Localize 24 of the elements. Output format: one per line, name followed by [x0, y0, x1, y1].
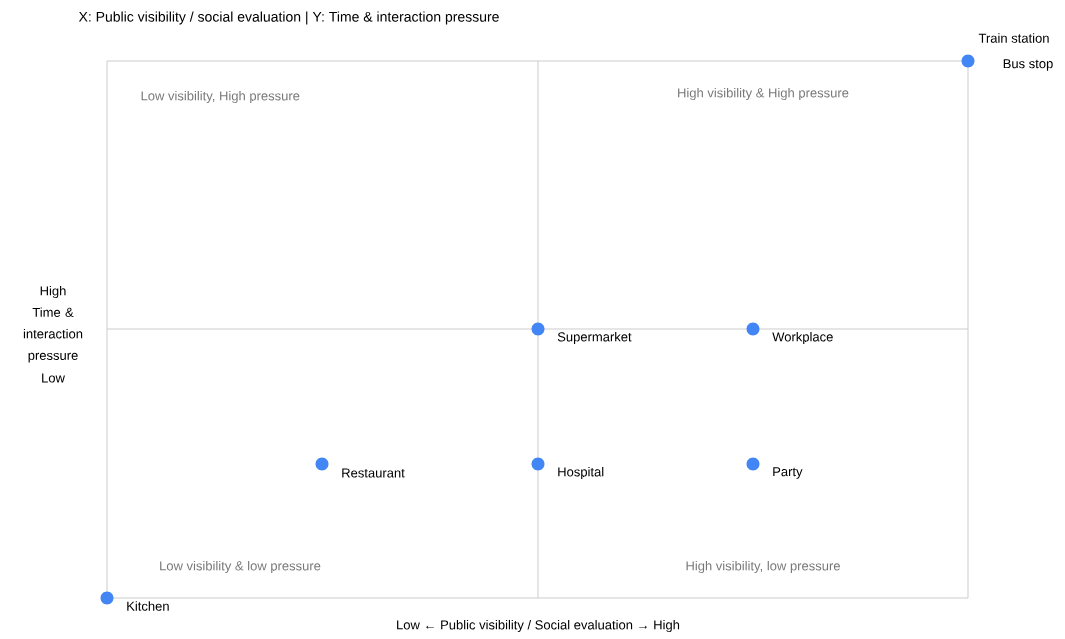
- point-label: Party: [773, 467, 803, 479]
- point-label: Bus stop: [1003, 59, 1053, 71]
- data-point: [100, 591, 114, 605]
- point-label: Supermarket: [557, 331, 632, 345]
- axis-label: Time & interaction pressure: [23, 307, 83, 363]
- title: X: Public visibility / social evaluation | Y: Time & interaction pressure: [78, 11, 499, 25]
- axis-label: Low ← Public visibility / Social evaluation → High: [397, 619, 680, 633]
- data-point: [746, 322, 760, 336]
- data-point: [961, 54, 975, 68]
- point-label: Restaurant: [342, 468, 405, 478]
- axis-label: High: [40, 285, 66, 299]
- data-point: [315, 457, 329, 471]
- data-point: [746, 457, 760, 471]
- quadrant-label: High visibility, low pressure: [686, 560, 840, 574]
- quadrant-label: Low visibility & low pressure: [160, 560, 321, 574]
- data-point: [531, 457, 545, 471]
- point-label: Hospital: [558, 466, 604, 480]
- quadrant-label: Low visibility, High pressure: [141, 90, 300, 104]
- data-point: [531, 322, 545, 336]
- quadrant-label: High visibility & High pressure: [678, 87, 849, 101]
- point-label: Kitchen: [127, 601, 169, 611]
- point-label: Train station: [978, 33, 1049, 43]
- axis-label: Low: [42, 373, 65, 383]
- point-label: Workplace: [772, 331, 833, 345]
